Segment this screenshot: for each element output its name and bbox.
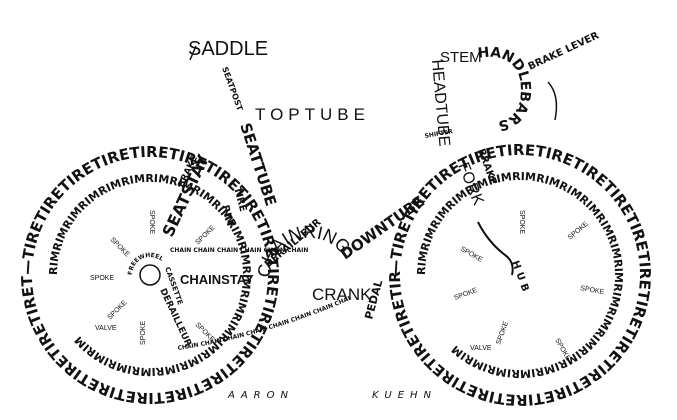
spoke-label: SPOKE xyxy=(140,321,147,345)
seatpost-label: SEATPOST xyxy=(220,66,244,113)
spoke-label: SPOKE xyxy=(518,210,525,234)
chain-upper: CHAIN CHAIN CHAIN CHAIN CHAIN CHAIN xyxy=(170,247,308,254)
crank-label: CRANK xyxy=(312,285,372,304)
front-tire-text: —TIRETIRETIRETIRETIRETIRETIRETIRETIRETIR… xyxy=(0,0,654,409)
rim-small-label: RIM xyxy=(219,204,235,228)
valve-label-front: VALVE xyxy=(470,345,492,352)
saddle-label: SADDLE xyxy=(188,38,268,60)
spoke-label: SPOKE xyxy=(109,236,131,258)
cassette-hub xyxy=(139,264,161,286)
brake-lever-label: BRAKE LEVER xyxy=(527,30,601,72)
spoke-label: SPOKE xyxy=(459,246,484,264)
signature-last: KUEHN xyxy=(372,390,437,401)
valve-label-rear: VALVE xyxy=(95,325,117,332)
spoke-label: SPOKE xyxy=(106,299,128,321)
spoke-label: SPOKE xyxy=(580,285,605,296)
spoke-label: SPOKE xyxy=(194,224,216,246)
toptube-label: TOPTUBE xyxy=(255,105,370,124)
handlebars-label: HANDLEBARS xyxy=(477,45,533,134)
spoke-label: SPOKE xyxy=(453,287,478,302)
spoke-label: SPOKE xyxy=(567,220,590,241)
spoke-label: SPOKE xyxy=(90,275,114,282)
spoke-label: SPOKE xyxy=(148,210,155,234)
signature: AARON KUEHN xyxy=(227,390,437,401)
front-wheel: —TIRETIRETIRETIRETIRETIRETIRETIRETIRETIR… xyxy=(0,0,654,409)
spoke-label: SPOKE xyxy=(495,320,510,345)
fork-dropout xyxy=(477,221,514,276)
chainstay-label: CHAINSTAY xyxy=(180,272,254,287)
signature-first: AARON xyxy=(227,390,294,401)
stem-label: STEM xyxy=(440,49,482,66)
shifter-label: SHIFTER xyxy=(424,128,454,140)
downtube-label: DOWNTUBE xyxy=(337,192,428,263)
